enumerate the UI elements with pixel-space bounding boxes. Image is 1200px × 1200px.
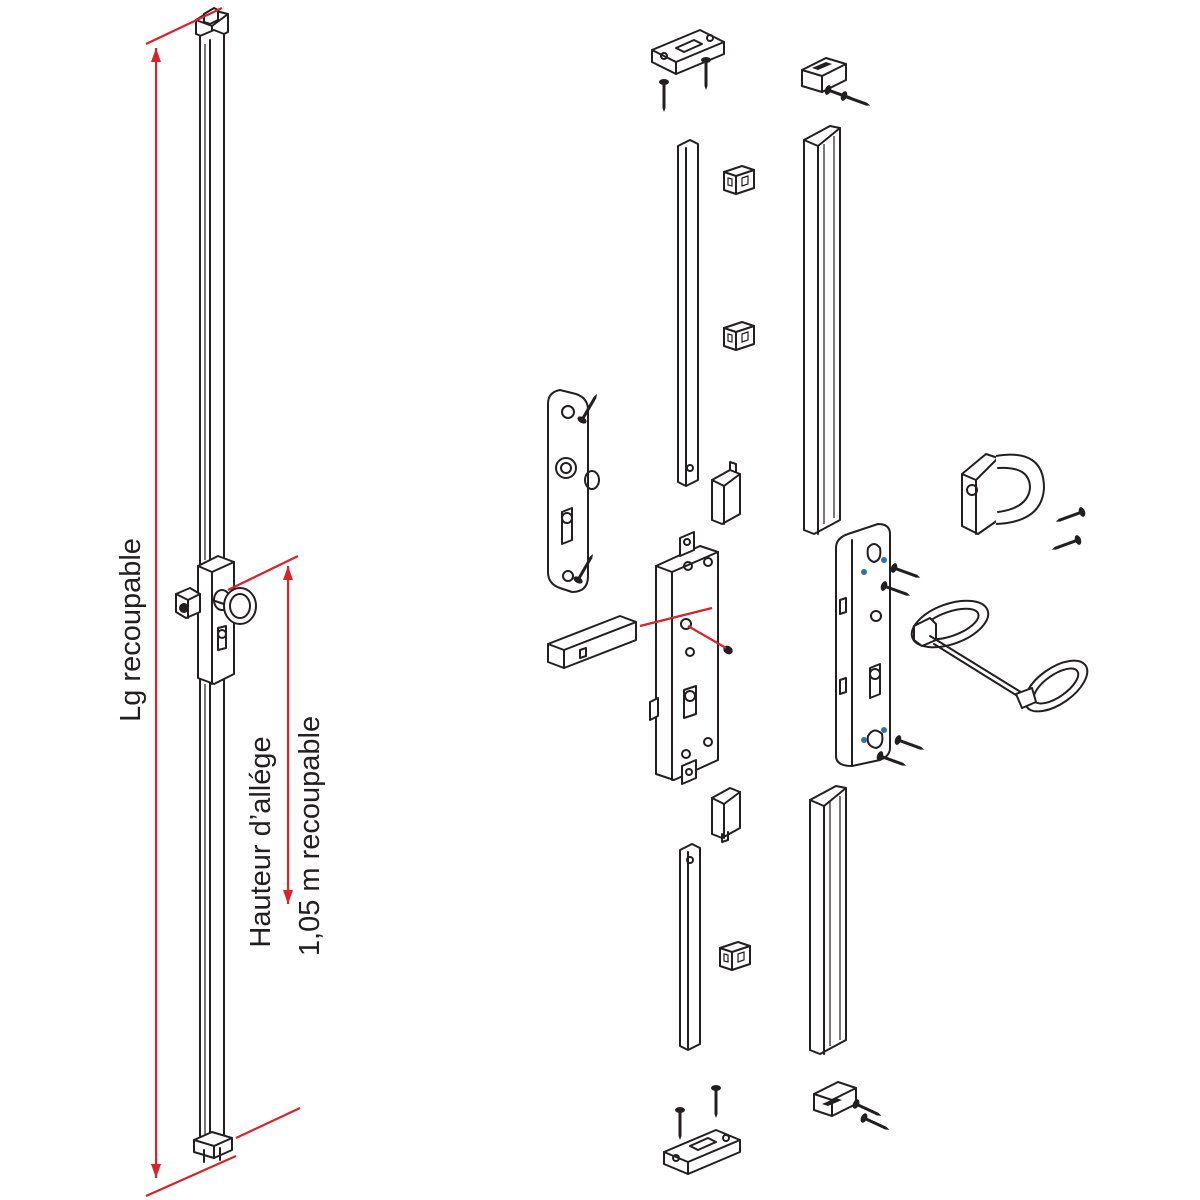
o-ring [584, 470, 600, 490]
sill-extension-line [235, 1107, 301, 1139]
bottom-guide [193, 1131, 233, 1163]
rear-knob [961, 453, 1087, 555]
escutcheon-plate [547, 389, 602, 593]
bottom-strike-plate [663, 1085, 741, 1175]
rod-guide-1 [723, 165, 755, 195]
lower-cover-profile [809, 785, 847, 1055]
main-lock-case [649, 531, 733, 785]
upper-rod [199, 29, 225, 571]
bottom-guide-screw-2 [859, 1112, 892, 1135]
bottom-guide-block [813, 1081, 892, 1135]
lower-rod [199, 669, 225, 1147]
knob-screw-2 [1049, 534, 1083, 555]
top-guide-block [801, 57, 873, 111]
top-strike-screw-1 [659, 79, 669, 112]
lower-flat-rod [679, 843, 701, 1051]
sill-height-dimension: Hauteur d’allége 1,05 m recoupable [227, 555, 326, 956]
lock-cover [835, 523, 927, 771]
rod-guide-2 [723, 321, 755, 351]
assembled-espagnolette [175, 7, 257, 1163]
top-guide-screw-2 [839, 90, 873, 111]
top-strike-plate [651, 29, 725, 112]
upper-connector [711, 461, 741, 525]
ring-handle [211, 587, 257, 625]
lower-connector [711, 787, 741, 843]
bottom-strike-screw-1 [675, 1107, 685, 1140]
top-guide-screw-1 [823, 84, 857, 105]
rod-guide-3 [719, 941, 751, 971]
bottom-strike-screw-2 [711, 1085, 721, 1118]
back-knob [175, 587, 201, 619]
upper-flat-rod [677, 139, 699, 487]
exploded-view [547, 29, 1089, 1175]
overall-length-label: Lg recoupable [115, 538, 147, 722]
spacer-wedge [547, 615, 637, 669]
sill-height-label: Hauteur d’allége [245, 736, 277, 947]
knob-screw-1 [1053, 506, 1087, 527]
assembly-guide-lines [639, 606, 727, 649]
sill-height-value: 1,05 m recoupable [294, 716, 326, 956]
cover-screw-3 [893, 734, 927, 755]
exploded-ring-handle [910, 599, 1089, 713]
top-strike-screw-2 [701, 57, 711, 90]
cover-screw-1 [889, 562, 923, 583]
upper-cover-profile [803, 125, 841, 535]
cover-screw-4 [875, 750, 909, 771]
overall-length-dimension: Lg recoupable [115, 7, 237, 1198]
